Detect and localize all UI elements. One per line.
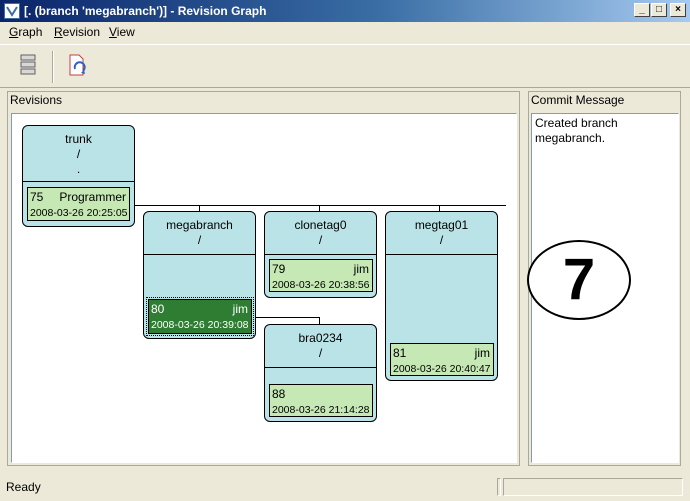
status-text: Ready: [6, 480, 41, 494]
app-icon: [4, 3, 20, 19]
branch-name: megtag01: [414, 218, 469, 232]
maximize-button[interactable]: □: [651, 3, 667, 17]
revision-number: 81: [393, 346, 407, 360]
branch-connector-bra0234-h: [252, 317, 320, 318]
revision-box-88[interactable]: 88 2008-03-26 21:14:28: [269, 384, 373, 417]
revision-author: jim: [353, 262, 369, 276]
revision-date: 2008-03-26 20:40:47: [393, 363, 491, 375]
branch-connector-megabranch: [199, 205, 200, 212]
revision-box-75[interactable]: 75 Programmer 2008-03-26 20:25:05: [27, 187, 130, 221]
status-bar: Ready: [0, 474, 690, 501]
branch-name: megabranch: [166, 218, 233, 232]
branch-node-clonetag0[interactable]: clonetag0 / 79 jim 2008-03-26 20:38:56: [264, 211, 377, 298]
branch-connector-megtag01: [439, 205, 440, 212]
menu-bar: Graph Revision View: [0, 22, 690, 42]
status-pane-divider: [497, 478, 501, 496]
commit-message: Created branch megabranch.: [535, 116, 618, 145]
revisions-panel: Revisions trunk / . 75 Programmer 2008-0…: [7, 91, 520, 466]
branch-path: /: [197, 233, 202, 247]
revision-box-81[interactable]: 81 jim 2008-03-26 20:40:47: [390, 343, 494, 376]
branch-name: clonetag0: [294, 218, 347, 232]
title-bar: [. (branch 'megabranch')] - Revision Gra…: [0, 0, 690, 22]
refresh-icon[interactable]: [62, 51, 92, 81]
commit-panel-label: Commit Message: [531, 93, 625, 107]
branch-connector-bra0234-v: [319, 317, 320, 325]
node-separator: [23, 181, 134, 182]
branch-name: trunk: [65, 132, 92, 146]
revision-number: 79: [272, 262, 286, 276]
revision-graph-canvas[interactable]: trunk / . 75 Programmer 2008-03-26 20:25…: [11, 113, 517, 463]
toolbar-separator: [52, 51, 54, 83]
branch-path: /: [76, 147, 81, 161]
window-title: [. (branch 'megabranch')] - Revision Gra…: [24, 4, 267, 18]
revision-box-79[interactable]: 79 jim 2008-03-26 20:38:56: [269, 259, 373, 292]
list-view-icon[interactable]: [13, 51, 43, 81]
branch-connector-clonetag0: [319, 205, 320, 212]
revision-author: jim: [232, 302, 248, 316]
node-separator: [265, 254, 376, 255]
annotation-number-badge: 7: [527, 240, 631, 320]
node-separator: [144, 254, 255, 255]
node-separator: [386, 254, 497, 255]
branch-path-extra: .: [76, 162, 81, 176]
branch-node-megtag01[interactable]: megtag01 / 81 jim 2008-03-26 20:40:47: [385, 211, 498, 381]
revision-date: 2008-03-26 20:39:08: [151, 319, 249, 331]
menu-revision[interactable]: Revision: [54, 25, 101, 39]
branch-name: bra0234: [298, 331, 343, 345]
revision-number: 88: [272, 387, 286, 401]
revision-author: Programmer: [59, 190, 126, 204]
revision-date: 2008-03-26 20:38:56: [272, 279, 370, 291]
menu-view[interactable]: View: [109, 25, 135, 39]
revision-date: 2008-03-26 20:25:05: [30, 207, 128, 219]
toolbar: [0, 44, 690, 88]
revision-date: 2008-03-26 21:14:28: [272, 404, 370, 416]
minimize-button[interactable]: _: [634, 3, 650, 17]
revision-author: jim: [474, 346, 490, 360]
status-pane: [503, 478, 683, 496]
menu-graph[interactable]: Graph: [9, 25, 43, 39]
revision-box-80-selected[interactable]: 80 jim 2008-03-26 20:39:08: [146, 297, 254, 336]
branch-node-trunk[interactable]: trunk / . 75 Programmer 2008-03-26 20:25…: [22, 125, 135, 227]
revision-number: 80: [151, 302, 165, 316]
branch-node-bra0234[interactable]: bra0234 / 88 2008-03-26 21:14:28: [264, 324, 377, 422]
branch-path: /: [439, 233, 444, 247]
branch-node-megabranch[interactable]: megabranch / 80 jim 2008-03-26 20:39:08: [143, 211, 256, 339]
revisions-panel-label: Revisions: [10, 93, 63, 107]
revision-number: 75: [30, 190, 44, 204]
close-button[interactable]: ×: [670, 3, 686, 17]
branch-path: /: [318, 233, 323, 247]
node-separator: [265, 367, 376, 368]
branch-path: /: [318, 346, 323, 360]
